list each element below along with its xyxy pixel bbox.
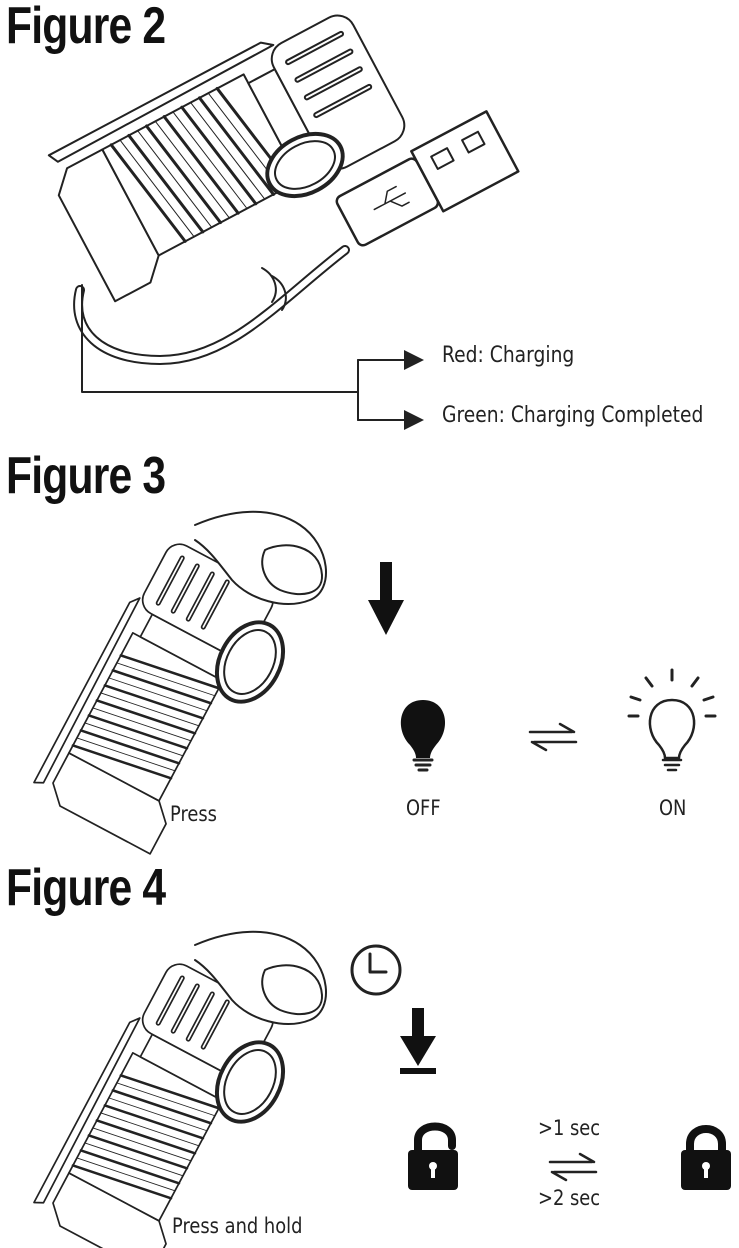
press-and-hold-label: Press and hold	[172, 1214, 303, 1238]
usb-cable	[73, 245, 350, 365]
bulb-on-icon	[627, 668, 717, 772]
toggle-arrows-icon	[528, 722, 578, 752]
press-label: Press	[170, 802, 217, 826]
flashlight-figure4	[30, 955, 296, 1248]
toggle-arrows-icon	[548, 1152, 598, 1182]
indicator-lines	[81, 284, 424, 430]
finger-icon	[194, 930, 327, 1025]
usb-icon	[335, 110, 520, 247]
down-arrow-icon	[368, 562, 404, 635]
finger-icon	[194, 510, 327, 605]
lock-time-label: >2 sec	[538, 1186, 601, 1210]
indicator-red-label: Red: Charging	[442, 343, 575, 368]
lock-icon	[681, 1125, 731, 1190]
bulb-off-icon	[400, 700, 446, 772]
down-arrow-icon	[400, 1008, 436, 1074]
figure-3-title: Figure 3	[6, 447, 166, 505]
unlock-time-label: >1 sec	[538, 1116, 601, 1140]
indicator-green-label: Green: Charging Completed	[442, 403, 704, 428]
unlock-icon	[408, 1122, 458, 1190]
flashlight-figure3	[30, 535, 296, 854]
figure-4-title: Figure 4	[6, 859, 166, 917]
flashlight-figure2	[40, 0, 415, 301]
clock-icon	[350, 944, 402, 996]
on-label: ON	[659, 796, 687, 820]
off-label: OFF	[406, 796, 441, 820]
figure-2-title: Figure 2	[6, 0, 166, 55]
